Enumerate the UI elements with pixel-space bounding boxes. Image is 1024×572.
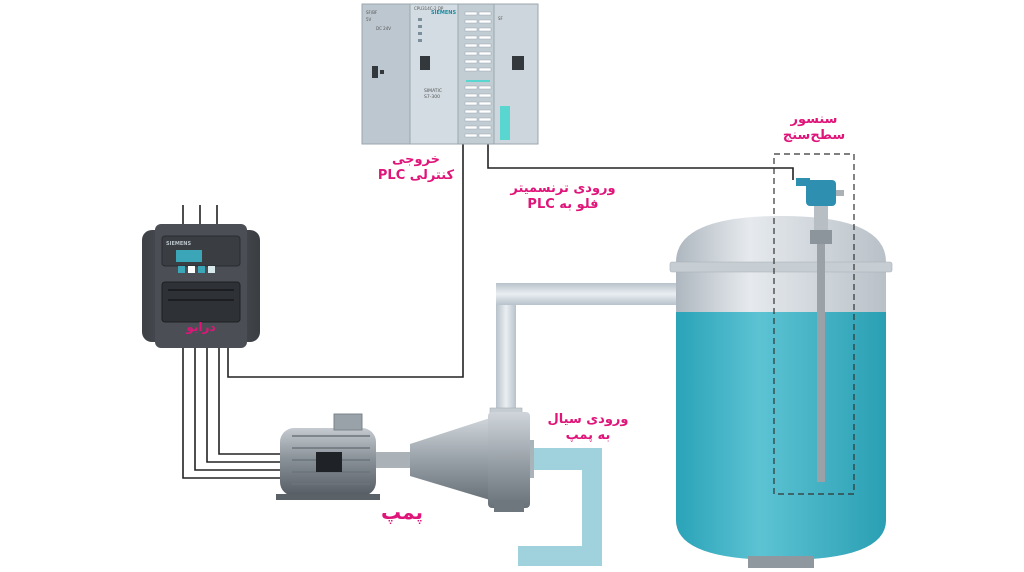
plc-mode-switch — [420, 56, 430, 70]
label-pump: پمپ — [380, 500, 424, 524]
inlet-pipe — [518, 440, 602, 566]
plc-output-wire — [227, 142, 464, 378]
drive-unit: SIEMENS — [142, 224, 260, 348]
drive-key — [188, 266, 195, 273]
label-plc-output: خروجی کنترلی PLC — [377, 152, 455, 183]
plc-io-leds — [464, 11, 492, 138]
plc-switch — [372, 66, 378, 78]
level-sensor — [773, 153, 855, 495]
plc-model-line-1: SIMATIC — [424, 88, 442, 94]
label-drive: درایو — [186, 320, 216, 334]
motor — [276, 413, 412, 500]
plc-brand: SIEMENS — [431, 10, 456, 16]
sensor-probe — [817, 244, 825, 482]
wiring — [182, 142, 794, 479]
plc-model-line-2: S7-300 — [424, 94, 440, 100]
plc-small-label-2: 5V — [366, 17, 372, 22]
motor-cable-1 — [182, 340, 292, 479]
plc-small-label-3: DC 24V — [376, 26, 391, 31]
tank — [669, 216, 893, 568]
discharge-pipe — [489, 283, 676, 419]
tank-water — [676, 312, 886, 560]
plc-small-label-4: SF — [498, 16, 504, 21]
sensor-head — [806, 180, 836, 206]
label-fluid-inlet: ورودی سیال به پمپ — [547, 412, 629, 443]
plc-terminal-block — [500, 106, 510, 140]
label-flow-transmitter-input: ورودی ترنسمیتر فلو به PLC — [510, 181, 616, 212]
flow-input-wire — [487, 142, 794, 180]
plc-unit: SF/BF 5V DC 24V CPU314C-2 DP SIEMENS SF … — [361, 3, 539, 145]
plc-small-label-1: SF/BF — [366, 10, 378, 15]
plc-cpu-label: CPU314C-2 DP — [414, 6, 444, 11]
drive-display — [176, 250, 202, 262]
motor-cable-4 — [218, 340, 292, 455]
drive-brand: SIEMENS — [166, 241, 191, 247]
sensor-frame — [773, 153, 855, 495]
motor-cable-3 — [206, 340, 292, 463]
label-level-sensor: سنسور سطح‌سنج — [782, 112, 846, 143]
pump-body — [410, 412, 530, 512]
motor-cable-2 — [194, 340, 292, 471]
